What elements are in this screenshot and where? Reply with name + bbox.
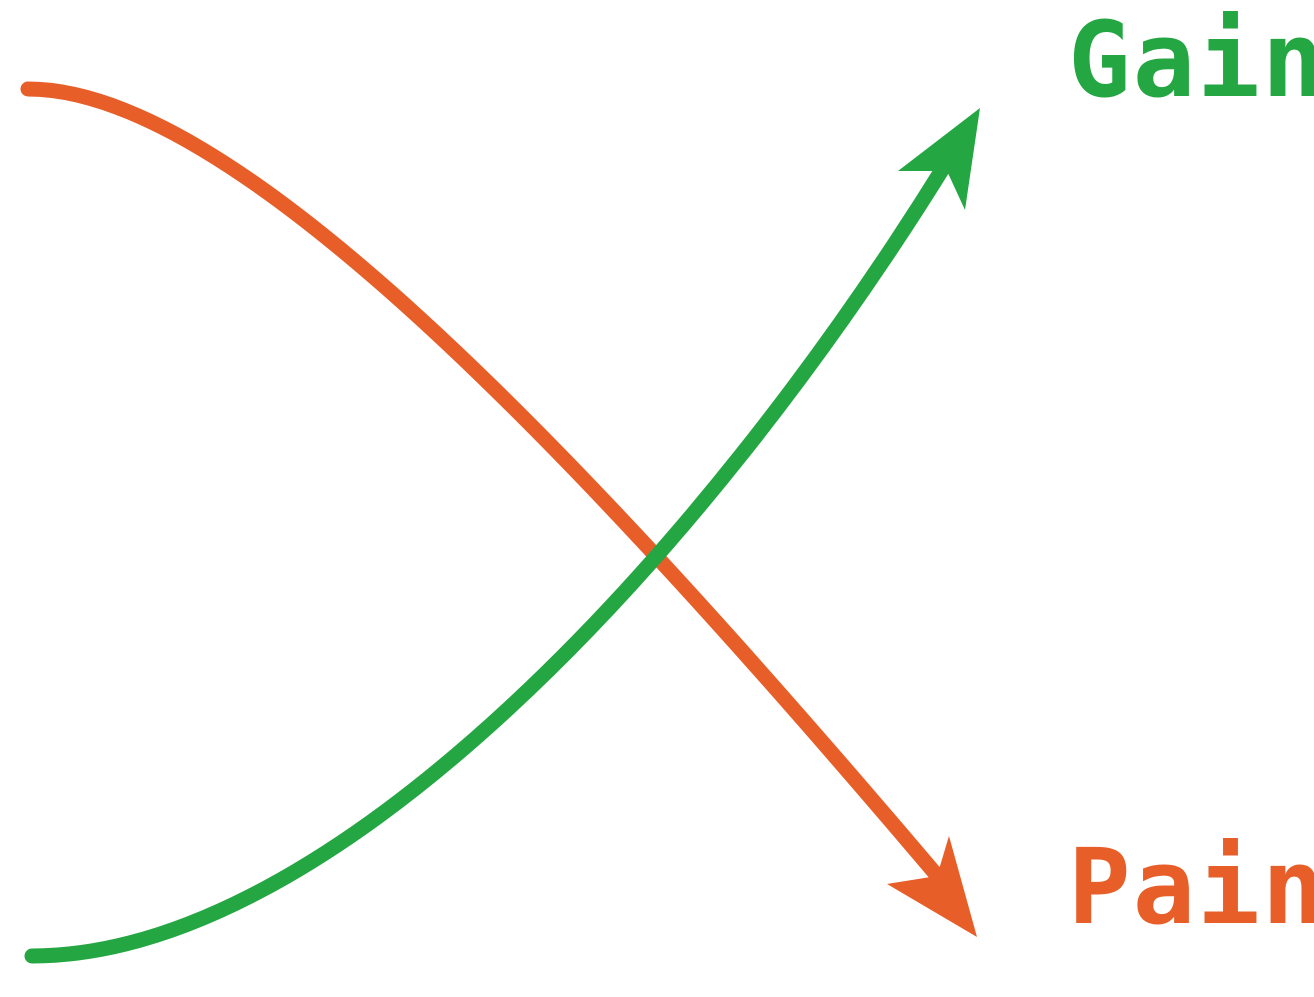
gain-label: Gain xyxy=(1068,0,1314,121)
pain-arrowhead xyxy=(887,836,977,937)
gain-curve xyxy=(24,157,953,964)
pain-label: Pain xyxy=(1068,826,1314,948)
pain-curve xyxy=(20,81,953,893)
gain-arrowhead xyxy=(898,108,980,210)
